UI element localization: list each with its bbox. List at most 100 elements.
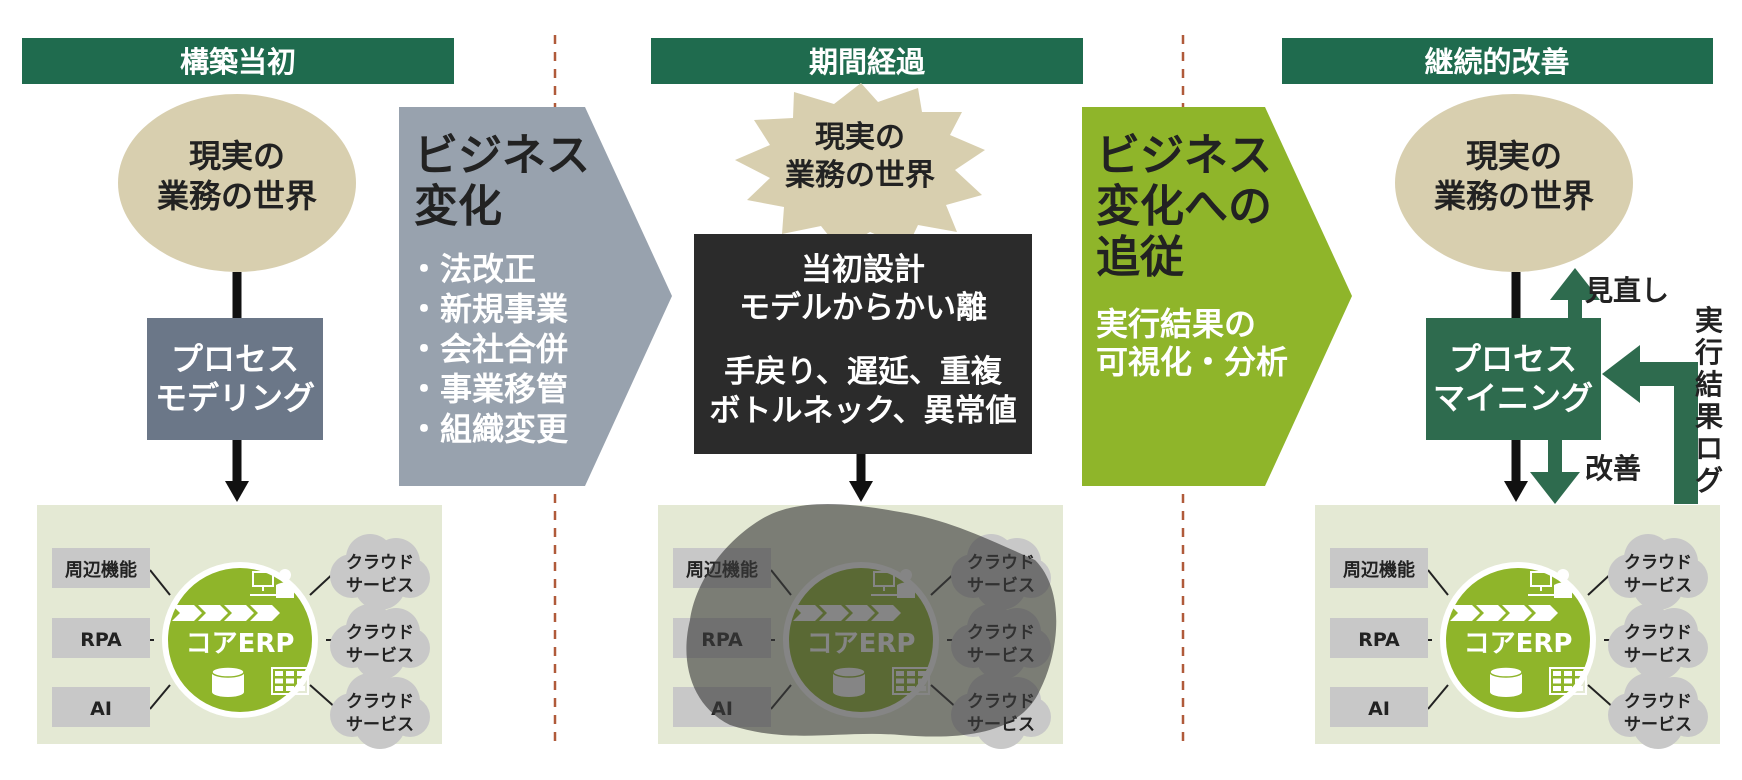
grid-cell [1553,671,1561,676]
cloud-label-line1: クラウド [346,623,414,643]
cloud-part [1632,697,1684,749]
process-chevron [1476,605,1506,621]
connector-line [1427,684,1449,710]
business-change-item-1: ・新規事業 [408,290,568,328]
real-world-3-line1: 現実の [1466,137,1562,175]
follow-change-sub-1: 実行結果の [1096,305,1256,343]
grid-cell [286,671,294,676]
chaos-blob [686,503,1057,737]
follow-change-title-2: 変化への [1096,181,1272,232]
business-change-item-2: ・会社合併 [408,330,568,368]
table-grid-icon [1549,667,1587,695]
business-change-title-2: 変化 [414,181,502,232]
business-change-item-4: ・組織変更 [408,410,569,448]
peripheral-box [52,618,150,658]
peripheral-box [52,548,150,588]
person-head [279,569,291,581]
business-change-item-3: ・事業移管 [408,370,568,408]
person-head [1557,569,1569,581]
deviation-box: 当初設計 モデルからかい離 手戻り、遅延、重複 ボトルネック、異常値 [694,234,1032,454]
header-continuous: 継続的改善 [1282,38,1713,84]
grid-cell [297,686,305,691]
process-chevron [1528,605,1558,621]
process-chevron [1502,605,1532,621]
arrowhead-1 [225,481,249,502]
business-change-item-0: ・法改正 [408,250,536,288]
grid-frame [1549,667,1587,695]
grid-cell [275,678,283,684]
cloud-part [1632,628,1684,680]
follow-change-title-1: ビジネス [1096,130,1272,181]
person-body [276,582,294,598]
follow-change-title-3: 追従 [1096,232,1184,283]
cloud-label-line2: サービス [1624,646,1692,666]
cloud-label-line2: サービス [1624,576,1692,596]
real-world-ellipse-3: 現実の 業務の世界 [1395,94,1633,272]
grid-cell [286,678,294,684]
core-erp-label: コアERP [1464,629,1573,659]
grid-cell [1564,671,1572,676]
grid-cell [1575,671,1583,676]
peripheral-box [1330,548,1428,588]
peripheral-label: 周辺機能 [65,559,137,581]
connector-line [149,569,171,596]
deviation-line4: ボトルネック、異常値 [709,393,1016,429]
table-grid-icon [271,667,309,695]
header-elapsed: 期間経過 [651,38,1083,84]
process-mining-box: プロセス マイニング [1426,318,1601,440]
grid-cell [1553,678,1561,684]
process-modeling-line1: プロセス [171,340,299,378]
process-mining-line1: プロセス [1449,340,1577,378]
header-elapsed-text: 期間経過 [809,45,926,79]
exec-log-char-5: グ [1695,464,1723,497]
deviation-line2: モデルからかい離 [739,290,987,326]
header-initial: 構築当初 [22,38,454,84]
process-chevron [1450,605,1480,621]
review-up-arrow [1550,268,1600,318]
process-mining-line2: マイニング [1433,379,1593,417]
database-icon [211,666,245,697]
connector-line [149,684,171,710]
grid-cell [286,686,294,691]
cloud-label-line2: サービス [346,646,414,666]
real-world-2-line2: 業務の世界 [785,158,935,193]
cloud-label-line2: サービス [346,576,414,596]
review-label: 見直し [1585,274,1669,307]
process-chevron [250,605,280,621]
peripheral-box [1330,687,1428,727]
real-world-ellipse-1: 現実の 業務の世界 [118,94,356,272]
grid-cell [1553,686,1561,691]
process-chevron [172,605,202,621]
grid-cell [1564,678,1572,684]
core-erp-label: コアERP [186,629,295,659]
cloud-label-line1: クラウド [1624,623,1692,643]
peripheral-label: 周辺機能 [1343,559,1415,581]
grid-cell [1575,686,1583,691]
cloud-label-line1: クラウド [1624,692,1692,712]
real-world-1-line2: 業務の世界 [157,177,317,215]
exec-log-char-2: 結 [1695,368,1723,401]
improve-down-arrow [1530,440,1580,504]
header-initial-text: 構築当初 [180,45,296,79]
arrowhead-2 [849,481,873,502]
connector-line [1427,569,1449,596]
business-change-chevron: ビジネス 変化 ・法改正 ・新規事業 ・会社合併 ・事業移管 ・組織変更 [399,107,672,486]
exec-log-label: 実 行 結 果 ロ グ [1694,304,1723,497]
improve-label: 改善 [1585,452,1641,485]
cloud-label-line1: クラウド [346,692,414,712]
follow-change-sub-2: 可視化・分析 [1096,343,1288,381]
cloud-label-line2: サービス [346,715,414,735]
real-world-1-line1: 現実の [189,137,285,175]
cloud-label-line1: クラウド [346,553,414,573]
peripheral-label: AI [1368,698,1390,720]
exec-log-char-4: ロ [1695,432,1723,465]
cloud-part [354,697,406,749]
grid-cell [1564,686,1572,691]
